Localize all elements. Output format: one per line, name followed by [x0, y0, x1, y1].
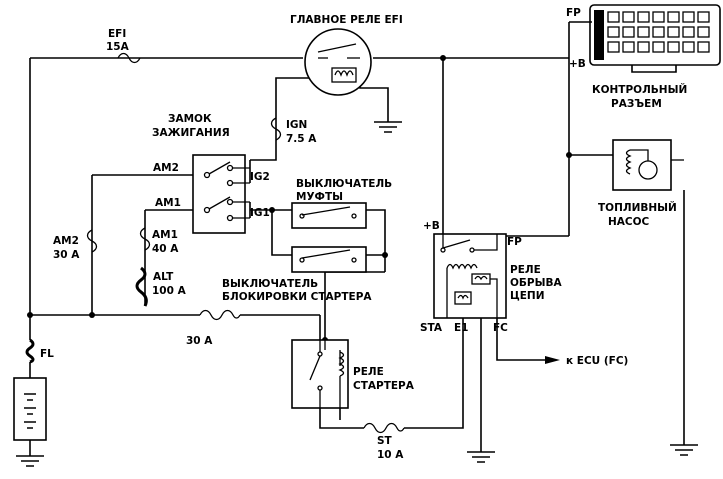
- efi-fuse-rating: 15A: [106, 41, 130, 53]
- starter-lock-switch: ВЫКЛЮЧАТЕЛЬ БЛОКИРОВКИ СТАРТЕРА: [222, 278, 372, 303]
- cutoff-relay-label-1: РЕЛЕ: [510, 264, 541, 276]
- fusible-link-fl: FL: [25, 338, 54, 364]
- efi-main-relay: ГЛАВНОЕ РЕЛЕ EFI: [290, 14, 403, 96]
- ground-symbol-fuel-pump: [670, 444, 698, 456]
- cutoff-relay-label-2: ОБРЫВА: [510, 277, 563, 289]
- st-fuse: ST 10 A: [363, 422, 405, 461]
- battery: [13, 377, 47, 441]
- alt-fuse: ALT 100 A: [135, 266, 187, 307]
- starter-lock-label-1: ВЫКЛЮЧАТЕЛЬ: [222, 278, 318, 290]
- alt-fuse-name: ALT: [153, 271, 174, 283]
- fuse-30a-rating: 30 A: [186, 335, 213, 347]
- ign-switch-label-1: ЗАМОК: [168, 113, 212, 125]
- starter-relay: РЕЛЕ СТАРТЕРА: [291, 339, 415, 409]
- ig2-terminal-label: IG2: [250, 171, 270, 183]
- ground-symbol-battery: [16, 455, 44, 467]
- am2-fuse-rating: 30 A: [53, 249, 80, 261]
- fuel-pump-label-1: ТОПЛИВНЫЙ: [598, 201, 677, 214]
- cutoff-relay-label-3: ЦЕПИ: [510, 290, 545, 302]
- clutch-switch-label-2: МУФТЫ: [296, 191, 343, 203]
- ign-fuse-name: IGN: [286, 119, 307, 131]
- ground-symbol-relay-e1: [467, 451, 495, 463]
- sta-terminal-label: STA: [420, 322, 443, 334]
- diag-connector-label-2: РАЗЪЕМ: [611, 98, 662, 110]
- am2-terminal-label: AM2: [153, 162, 179, 174]
- st-fuse-name: ST: [377, 435, 393, 447]
- am1-terminal-label: AM1: [155, 197, 181, 209]
- fuel-pump: ТОПЛИВНЫЙ НАСОС: [598, 139, 684, 228]
- fuel-pump-label-2: НАСОС: [608, 216, 650, 228]
- ign-fuse-rating: 7.5 A: [286, 133, 317, 145]
- ecu-fc-label: к ECU (FC): [566, 355, 628, 367]
- st-fuse-rating: 10 A: [377, 449, 404, 461]
- am2-fuse-name: AM2: [53, 235, 79, 247]
- e1-terminal-label: E1: [454, 322, 468, 334]
- starter-lock-label-2: БЛОКИРОВКИ СТАРТЕРА: [222, 291, 372, 303]
- ignition-switch: ЗАМОК ЗАЖИГАНИЯ AM2 IG2 AM1 IG1: [152, 113, 270, 234]
- wiring: [29, 57, 685, 456]
- am1-fuse-rating: 40 A: [152, 243, 179, 255]
- plus-b-relay-label: +B: [423, 220, 440, 232]
- am2-fuse: AM2 30 A: [53, 229, 98, 261]
- starter-relay-label-1: РЕЛЕ: [353, 366, 384, 378]
- ign-switch-label-2: ЗАЖИГАНИЯ: [152, 127, 230, 139]
- ecu-fc-arrow: к ECU (FC): [545, 355, 628, 367]
- efi-fuse: EFI 15A: [106, 28, 141, 64]
- fuse-30a: 30 A: [186, 309, 241, 347]
- am1-fuse-name: AM1: [152, 229, 178, 241]
- am1-fuse: AM1 40 A: [139, 227, 179, 255]
- fc-terminal-label: FC: [493, 322, 508, 334]
- fp-relay-label: FP: [507, 236, 522, 248]
- efi-fuse-name: EFI: [108, 28, 126, 40]
- ground-symbol-main-relay: [374, 121, 402, 133]
- main-relay-label: ГЛАВНОЕ РЕЛЕ EFI: [290, 14, 403, 26]
- diagnostic-connector: FP +B КОНТРОЛЬНЫЙ РАЗЪЕМ: [566, 4, 721, 110]
- plus-b-terminal-label: +B: [569, 58, 586, 70]
- clutch-switch-label-1: ВЫКЛЮЧАТЕЛЬ: [296, 178, 392, 190]
- ign-fuse: IGN 7.5 A: [270, 117, 317, 145]
- ig1-terminal-label: IG1: [250, 207, 270, 219]
- alt-fuse-rating: 100 A: [152, 285, 187, 297]
- starter-relay-label-2: СТАРТЕРА: [353, 380, 415, 392]
- diag-connector-label-1: КОНТРОЛЬНЫЙ: [592, 83, 687, 96]
- fp-terminal-label: FP: [566, 7, 581, 19]
- fl-label: FL: [40, 348, 54, 360]
- circuit-opening-relay: +B FP РЕЛЕ ОБРЫВА ЦЕПИ STA E1 FC: [420, 220, 563, 334]
- clutch-switch: ВЫКЛЮЧАТЕЛЬ МУФТЫ: [291, 178, 392, 273]
